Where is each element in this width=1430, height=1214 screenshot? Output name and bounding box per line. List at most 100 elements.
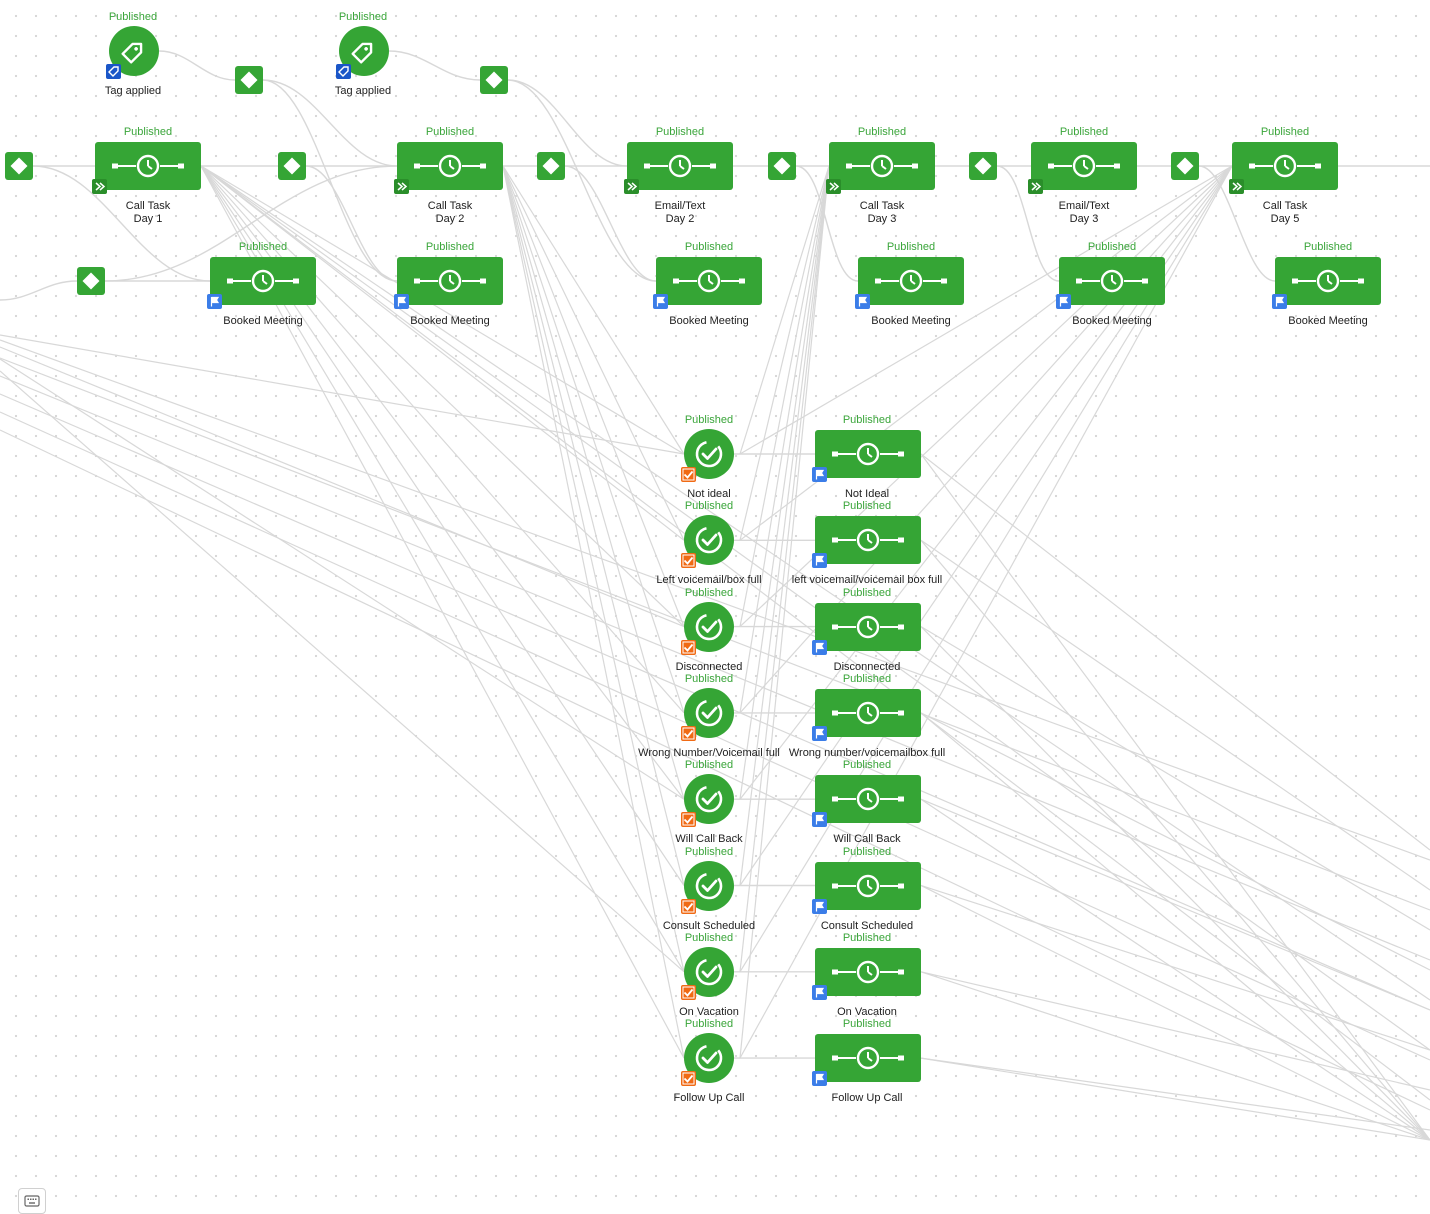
status-label: Published [842, 1018, 892, 1031]
status-label: Published [842, 845, 892, 858]
edge [920, 712, 1430, 971]
flag-icon [812, 1071, 827, 1087]
check-circle-icon [695, 440, 723, 468]
keyboard-shortcuts-button[interactable] [18, 1188, 46, 1214]
wait-step-box[interactable] [815, 775, 921, 824]
wait-step-box[interactable] [1232, 142, 1338, 190]
edge [0, 280, 78, 301]
outcome-label: Left voicemail/box full [656, 574, 762, 587]
outcome-label: Follow Up Call [673, 1092, 745, 1105]
edge [0, 358, 685, 800]
outcome-label: Not ideal [687, 488, 731, 500]
timer-clock-icon [875, 269, 947, 293]
check-circle-icon [695, 613, 723, 640]
edge [920, 884, 1430, 1051]
status-label: Published [655, 126, 705, 138]
flag-icon [394, 294, 409, 309]
timer-clock-icon [832, 442, 904, 466]
status-label: Published [425, 126, 475, 138]
branch-diamond-node[interactable] [537, 152, 565, 180]
timer-clock-icon [1292, 269, 1364, 293]
wait-step-box[interactable] [397, 257, 503, 305]
check-circle-icon [695, 958, 723, 986]
outcome-wait-label: Disconnected [833, 660, 901, 673]
outcome-wait-label: Will Call Back [833, 833, 901, 846]
branch-diamond-node[interactable] [1171, 152, 1199, 180]
branch-diamond-node[interactable] [768, 152, 796, 180]
wait-step-box[interactable] [815, 861, 921, 910]
edge [0, 346, 685, 628]
wait-step-box[interactable] [815, 430, 921, 478]
outcome-label: Will Call Back [675, 833, 743, 846]
wait-step-box[interactable] [397, 142, 503, 190]
status-label: Published [857, 126, 907, 138]
wait-step-box[interactable] [656, 257, 762, 305]
tag-badge-icon [106, 64, 121, 79]
step-label: Booked Meeting [223, 315, 303, 327]
status-label: Published [842, 500, 892, 513]
edge [158, 50, 236, 81]
branch-diamond-node[interactable] [235, 66, 263, 94]
wait-step-box[interactable] [627, 142, 733, 190]
timer-clock-icon [1048, 154, 1120, 178]
task-check-icon [681, 984, 696, 1000]
wait-step-box[interactable] [815, 602, 921, 651]
edge [920, 798, 1430, 1011]
timer-clock-icon [673, 269, 745, 293]
timer-clock-icon [832, 615, 904, 638]
status-label: Published [842, 931, 892, 944]
edge [200, 165, 685, 628]
edge [507, 79, 628, 167]
task-check-icon [681, 725, 696, 741]
flag-icon [812, 984, 827, 1000]
flag-icon [812, 553, 827, 569]
flag-icon [855, 294, 870, 309]
wait-step-box[interactable] [858, 257, 964, 305]
status-label: Published [684, 1018, 734, 1031]
wait-step-box[interactable] [815, 947, 921, 996]
outcome-label: Wrong Number/Voicemail full [638, 746, 780, 759]
status-label: Published [1303, 241, 1353, 253]
wait-step-box[interactable] [815, 516, 921, 565]
task-badge-icon [1229, 179, 1244, 194]
branch-diamond-node[interactable] [278, 152, 306, 180]
wait-step-box[interactable] [210, 257, 316, 305]
edge [920, 884, 1430, 1141]
timer-clock-icon [414, 269, 486, 293]
flag-icon [812, 898, 827, 914]
keyboard-icon [24, 1195, 40, 1207]
branch-diamond-node[interactable] [77, 267, 105, 295]
edge [0, 334, 685, 455]
status-label: Published [684, 241, 734, 253]
branch-diamond-node[interactable] [969, 152, 997, 180]
wait-step-box[interactable] [1059, 257, 1165, 305]
edge [920, 539, 1430, 1141]
status-label: Published [684, 672, 734, 685]
edge [920, 712, 1430, 1141]
tag-icon [351, 42, 373, 64]
wait-step-box[interactable] [815, 688, 921, 737]
check-circle-icon [695, 785, 723, 813]
status-label: Published [684, 931, 734, 944]
branch-diamond-node[interactable] [5, 152, 33, 180]
timer-clock-icon [832, 874, 904, 897]
wait-step-box[interactable] [1275, 257, 1381, 305]
status-label: Published [684, 845, 734, 858]
edge [920, 626, 1430, 1141]
outcome-circle[interactable] [684, 687, 734, 738]
status-label: Published [1087, 241, 1137, 253]
status-label: Published [684, 414, 734, 426]
timer-clock-icon [832, 960, 904, 983]
timer-clock-icon [227, 269, 299, 293]
branch-diamond-node[interactable] [480, 66, 508, 94]
wait-step-box[interactable] [95, 142, 201, 190]
wait-step-box[interactable] [829, 142, 935, 190]
edge [920, 453, 1430, 1141]
step-label: Booked Meeting [1072, 315, 1152, 327]
wait-step-box[interactable] [1031, 142, 1137, 190]
wait-step-box[interactable] [815, 1034, 921, 1083]
